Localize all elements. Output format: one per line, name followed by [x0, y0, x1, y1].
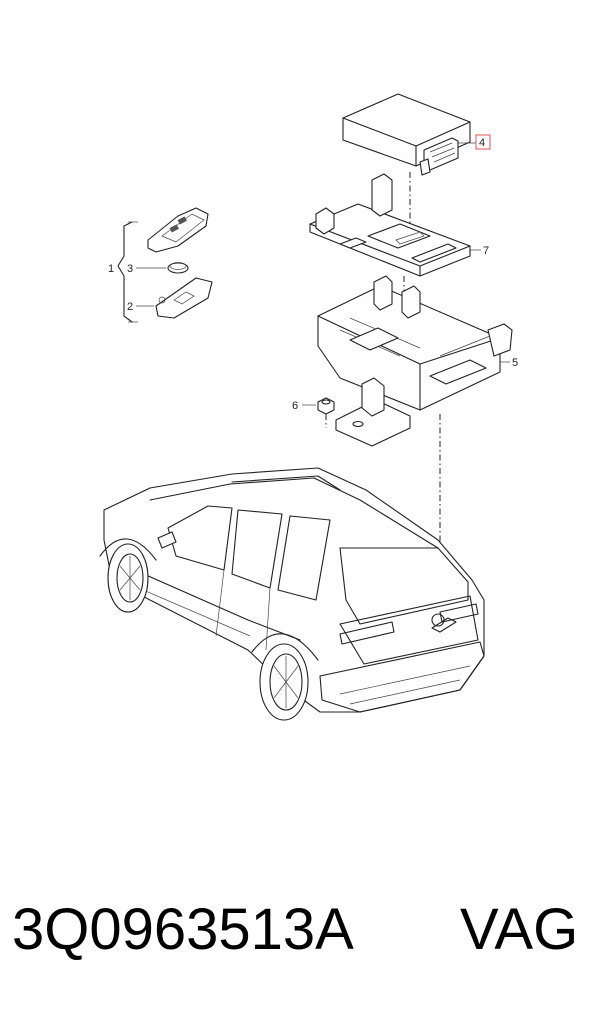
brand-label: VAG: [460, 897, 579, 962]
callout-7[interactable]: 7: [483, 245, 489, 257]
callout-1[interactable]: 1: [108, 263, 114, 275]
callout-2[interactable]: 2: [127, 301, 133, 313]
callout-6[interactable]: 6: [292, 400, 298, 412]
callout-5[interactable]: 5: [512, 357, 518, 369]
part-number: 3Q0963513A: [12, 897, 354, 962]
svg-text:4: 4: [479, 137, 485, 149]
parts-diagram: 4 7 5 6: [99, 93, 518, 721]
control-module-part: [342, 93, 477, 176]
vehicle-outline: [99, 467, 485, 721]
key-parts: [117, 207, 213, 323]
callout-4[interactable]: 4: [475, 134, 491, 150]
nut-part: [302, 397, 335, 415]
caption: 3Q0963513A VAG: [12, 896, 592, 976]
mounting-plate-part: [309, 173, 481, 277]
callout-3[interactable]: 3: [127, 263, 133, 275]
holder-part: [317, 275, 513, 447]
